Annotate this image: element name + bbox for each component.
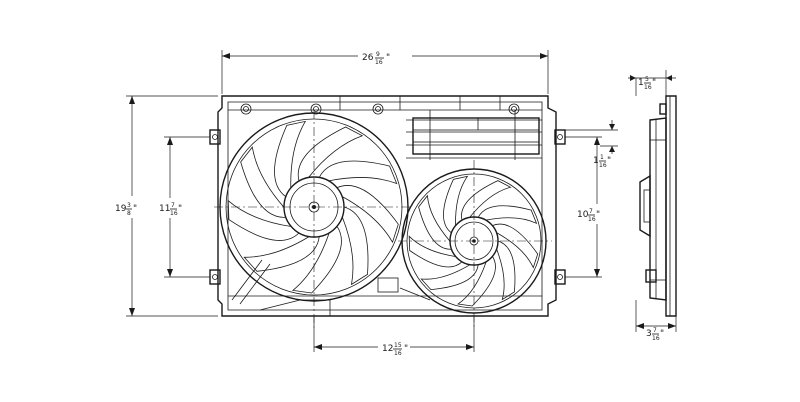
fan-blade <box>240 146 286 218</box>
dim-side-bracket: 1 1 16 " <box>565 120 618 169</box>
right-spacing-den: 16 <box>588 216 596 223</box>
fan-blade <box>318 160 398 185</box>
dim-right-mount-spacing: 10 7 16 " <box>565 136 602 278</box>
right-spacing-num: 7 <box>589 208 593 215</box>
left-spacing-whole: 11 <box>159 204 170 214</box>
side-depth-unit: " <box>660 329 664 339</box>
side-top-whole: 1 <box>638 78 644 88</box>
dim-left-mount-spacing: 11 7 16 " <box>159 136 210 278</box>
side-top-unit: " <box>652 78 656 88</box>
fan-blade <box>420 264 479 291</box>
right-spacing-whole: 10 <box>577 210 589 220</box>
side-depth-num: 7 <box>653 327 657 334</box>
side-top-num: 5 <box>645 76 649 83</box>
overall-width-whole: 26 <box>362 53 374 63</box>
center-distance-whole: 12 <box>382 344 393 354</box>
fan-blade <box>457 256 496 307</box>
center-distance-den: 16 <box>394 350 402 357</box>
center-distance-unit: " <box>404 344 408 354</box>
right-spacing-unit: " <box>596 210 600 220</box>
overall-width-den: 16 <box>375 59 383 66</box>
overall-height-unit: " <box>133 204 137 214</box>
fan-blade <box>297 126 364 182</box>
fan-blade <box>496 240 516 301</box>
dim-overall-width: 26 9 16 " <box>221 50 549 94</box>
fan-blade <box>492 223 539 269</box>
fan-blade <box>443 175 469 234</box>
side-view <box>639 95 677 317</box>
side-depth-den: 16 <box>652 335 660 342</box>
fan-blade <box>341 206 369 286</box>
side-bracket-unit: " <box>607 156 611 166</box>
left-spacing-unit: " <box>178 204 182 214</box>
left-spacing-den: 16 <box>170 210 178 217</box>
fan-blade <box>477 205 538 225</box>
fan-blade <box>243 236 320 272</box>
overall-width-unit: " <box>386 53 390 63</box>
fan-blade <box>461 180 512 221</box>
dim-fan-center-distance: 12 15 16 " <box>313 316 475 357</box>
overall-height-whole: 19 <box>115 204 127 214</box>
overall-height-num: 3 <box>127 202 131 209</box>
fan-blade <box>291 226 342 294</box>
side-bracket-whole: 1 <box>593 156 599 166</box>
fan-blade <box>336 185 399 244</box>
shroud-outline <box>209 95 566 317</box>
overall-height-den: 8 <box>127 210 131 217</box>
overall-width-num: 9 <box>376 51 380 58</box>
fan-blade <box>227 199 300 241</box>
left-spacing-num: 7 <box>171 202 175 209</box>
center-lines <box>214 110 552 330</box>
side-top-den: 16 <box>644 84 652 91</box>
side-bracket-num: 1 <box>600 154 604 161</box>
fan-blade <box>418 194 452 250</box>
side-bracket-den: 16 <box>599 162 607 169</box>
dim-overall-height: 19 3 8 " <box>115 95 218 317</box>
dim-side-top: 1 5 16 " <box>628 70 676 96</box>
center-distance-num: 15 <box>394 342 402 349</box>
fan-blade <box>408 235 463 268</box>
dim-side-depth: 3 7 16 " <box>635 300 677 342</box>
side-depth-whole: 3 <box>646 329 652 339</box>
fan-blade <box>274 120 307 198</box>
